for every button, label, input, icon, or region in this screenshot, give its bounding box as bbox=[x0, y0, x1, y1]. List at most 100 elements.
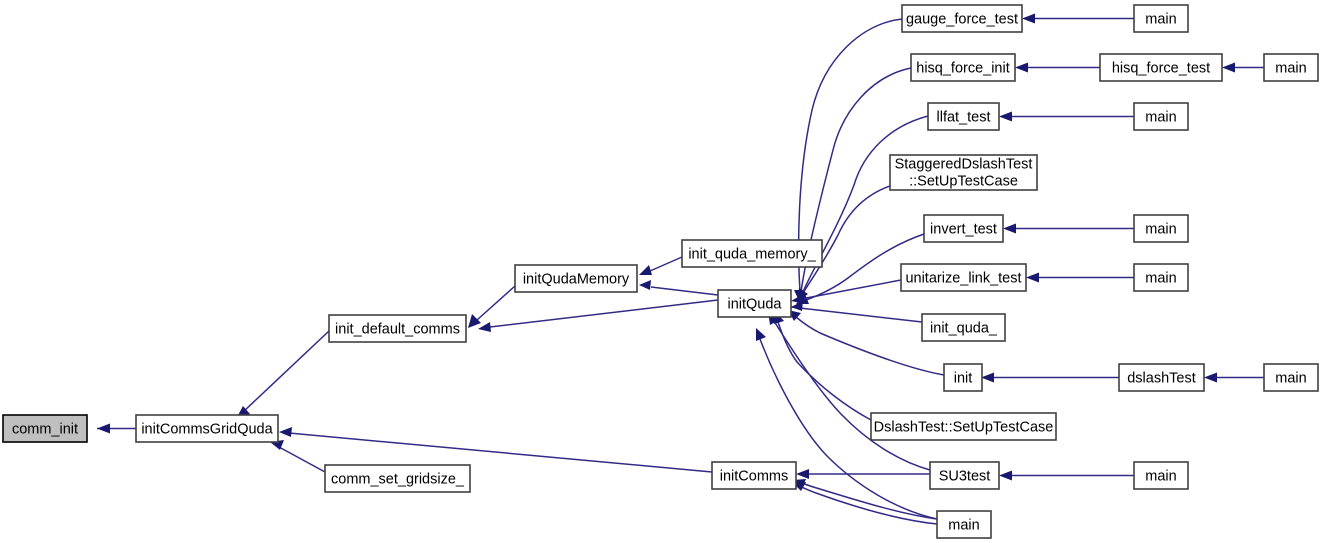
node-box[interactable] bbox=[921, 313, 1006, 342]
call-edge-main_unitarize-to-unitarize_link_test bbox=[1026, 272, 1134, 283]
graph-node-unitarize_link_test[interactable]: unitarize_link_test bbox=[900, 263, 1027, 292]
node-label: comm_set_gridsize_ bbox=[331, 471, 465, 487]
graph-node-initQudaMemory[interactable]: initQudaMemory bbox=[514, 264, 638, 293]
node-label: main bbox=[1275, 370, 1306, 386]
call-edge-main_gauge-to-gauge_force_test bbox=[1022, 13, 1134, 24]
node-label: initCommsGridQuda bbox=[141, 421, 273, 437]
node-box[interactable] bbox=[1133, 4, 1189, 33]
graph-node-llfat_test[interactable]: llfat_test bbox=[927, 102, 1000, 131]
node-label: dslashTest bbox=[1127, 370, 1196, 386]
node-label: init_quda_memory_ bbox=[688, 246, 816, 262]
node-label: main bbox=[1145, 109, 1176, 125]
graph-node-dslashTest[interactable]: dslashTest bbox=[1118, 363, 1205, 392]
arrowhead-icon bbox=[1222, 62, 1235, 73]
node-box[interactable] bbox=[927, 102, 1000, 131]
graph-node-initQuda[interactable]: initQuda bbox=[717, 289, 792, 318]
arrowhead-icon bbox=[639, 280, 651, 290]
arrowhead-icon bbox=[478, 322, 491, 332]
node-label: init_default_comms bbox=[335, 321, 460, 337]
call-edge-main_su3-to-SU3test bbox=[999, 470, 1134, 481]
node-box[interactable] bbox=[943, 363, 983, 392]
node-box[interactable] bbox=[1133, 263, 1189, 292]
node-box[interactable] bbox=[870, 412, 1057, 441]
node-box[interactable] bbox=[1118, 363, 1205, 392]
graph-node-gauge_force_test[interactable]: gauge_force_test bbox=[901, 4, 1023, 33]
graph-node-main_dslash[interactable]: main bbox=[1263, 363, 1319, 392]
call-edge-init_quda_memory_-to-initQudaMemory bbox=[639, 256, 683, 275]
node-box[interactable] bbox=[923, 214, 1004, 243]
edge-line bbox=[795, 316, 945, 376]
edge-line bbox=[278, 446, 326, 473]
edge-line bbox=[650, 286, 719, 296]
node-box[interactable] bbox=[889, 154, 1038, 191]
graph-node-main_invert[interactable]: main bbox=[1133, 214, 1189, 243]
graph-node-main_llfat[interactable]: main bbox=[1133, 102, 1189, 131]
node-box[interactable] bbox=[514, 264, 638, 293]
call-edge-main_hisq-to-hisq_force_test bbox=[1222, 62, 1264, 73]
node-box[interactable] bbox=[929, 461, 1000, 490]
node-box[interactable] bbox=[1133, 214, 1189, 243]
node-box[interactable] bbox=[324, 464, 471, 493]
graph-node-hisq_force_test[interactable]: hisq_force_test bbox=[1099, 53, 1223, 82]
graph-node-main_hisq[interactable]: main bbox=[1263, 53, 1319, 82]
graph-node-init[interactable]: init bbox=[943, 363, 983, 392]
node-box[interactable] bbox=[1133, 102, 1189, 131]
call-edge-init_default_comms-to-initCommsGridQuda bbox=[236, 330, 330, 419]
graph-node-initCommsGridQuda[interactable]: initCommsGridQuda bbox=[135, 414, 279, 443]
call-edge-unitarize_link_test-to-initQuda bbox=[791, 279, 902, 304]
arrowhead-icon bbox=[791, 294, 805, 304]
node-box[interactable] bbox=[328, 314, 467, 343]
graph-node-main_unitarize[interactable]: main bbox=[1133, 263, 1189, 292]
node-box[interactable] bbox=[936, 510, 992, 539]
arrowhead-icon bbox=[639, 265, 652, 275]
node-box[interactable] bbox=[2, 414, 88, 443]
node-box[interactable] bbox=[681, 239, 823, 268]
node-label: initQuda bbox=[727, 296, 782, 312]
graph-node-invert_test[interactable]: invert_test bbox=[923, 214, 1004, 243]
node-box[interactable] bbox=[135, 414, 279, 443]
call-edge-init-to-initQuda bbox=[788, 310, 945, 376]
graph-node-main_bottom[interactable]: main bbox=[936, 510, 992, 539]
node-label: main bbox=[1145, 468, 1176, 484]
node-box[interactable] bbox=[1099, 53, 1223, 82]
graph-node-SU3test[interactable]: SU3test bbox=[929, 461, 1000, 490]
graph-node-init_quda_memory_[interactable]: init_quda_memory_ bbox=[681, 239, 823, 268]
edge-line bbox=[476, 285, 516, 321]
node-box[interactable] bbox=[901, 4, 1023, 33]
graph-node-initComms[interactable]: initComms bbox=[711, 461, 797, 490]
call-edge-init_quda_-to-initQuda bbox=[790, 301, 923, 323]
graph-node-main_su3[interactable]: main bbox=[1133, 461, 1189, 490]
graph-node-DslashTest_SetUpTestCase[interactable]: DslashTest::SetUpTestCase bbox=[870, 412, 1057, 441]
edge-line bbox=[288, 432, 713, 473]
node-label: init_quda_ bbox=[930, 320, 998, 336]
call-edge-main_llfat-to-llfat_test bbox=[999, 111, 1134, 122]
call-edge-SU3test-to-initQuda bbox=[768, 311, 931, 471]
node-box[interactable] bbox=[900, 263, 1027, 292]
node-label-line1: StaggeredDslashTest bbox=[895, 156, 1033, 172]
node-label: invert_test bbox=[930, 221, 997, 237]
node-label: hisq_force_init bbox=[916, 60, 1010, 76]
node-label: main bbox=[948, 517, 979, 533]
arrowhead-icon bbox=[1022, 13, 1035, 24]
node-label: main bbox=[1145, 11, 1176, 27]
arrowhead-icon bbox=[796, 469, 809, 479]
call-edge-main_bottom-to-initQuda bbox=[756, 328, 938, 520]
graph-node-init_quda_[interactable]: init_quda_ bbox=[921, 313, 1006, 342]
graph-node-hisq_force_init[interactable]: hisq_force_init bbox=[910, 53, 1016, 82]
node-box[interactable] bbox=[711, 461, 797, 490]
node-box[interactable] bbox=[717, 289, 792, 318]
nodes-layer: comm_init initCommsGridQuda init_default_c… bbox=[2, 4, 1319, 539]
graph-node-comm_init[interactable]: comm_init bbox=[2, 414, 88, 443]
graph-node-comm_set_gridsize_[interactable]: comm_set_gridsize_ bbox=[324, 464, 471, 493]
graph-node-StaggeredDslashTest[interactable]: StaggeredDslashTest::SetUpTestCase bbox=[889, 154, 1038, 191]
graph-node-init_default_comms[interactable]: init_default_comms bbox=[328, 314, 467, 343]
node-box[interactable] bbox=[1263, 363, 1319, 392]
node-box[interactable] bbox=[910, 53, 1016, 82]
node-box[interactable] bbox=[1133, 461, 1189, 490]
arrowhead-icon bbox=[999, 111, 1012, 122]
graph-node-main_gauge[interactable]: main bbox=[1133, 4, 1189, 33]
call-edge-initQuda-to-init_default_comms bbox=[478, 299, 719, 332]
node-box[interactable] bbox=[1263, 53, 1319, 82]
call-edge-main_invert-to-invert_test bbox=[1003, 223, 1134, 234]
arrowhead-icon bbox=[1003, 223, 1016, 234]
